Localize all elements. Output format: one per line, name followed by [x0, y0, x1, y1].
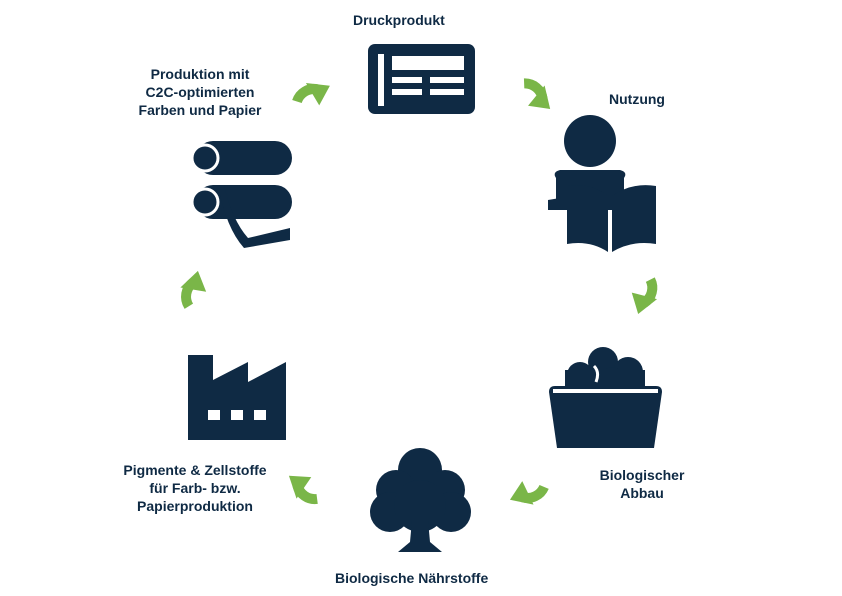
label-print-product: Druckprodukt [353, 12, 445, 28]
cycle-arrow-production-to-print [291, 73, 335, 115]
label-bio-nutrients: Biologische Nährstoffe [335, 570, 489, 586]
printing-rollers-icon [190, 141, 292, 248]
label-raw-materials: Pigmente & Zellstoffe für Farb- bzw. Pap… [123, 462, 267, 514]
cycle-arrow-nutrients-to-raw-materials [281, 467, 325, 508]
factory-icon [188, 355, 286, 440]
cycle-arrow-usage-to-decomposition [628, 277, 660, 317]
tree-icon [370, 448, 471, 552]
label-usage: Nutzung [609, 91, 665, 107]
compost-bin-icon [549, 347, 662, 448]
label-bio-decomposition: Biologischer Abbau [599, 467, 685, 501]
cycle-arrow-print-to-usage [515, 75, 559, 117]
newspaper-icon [368, 44, 475, 114]
cycle-arrow-decomposition-to-nutrients [505, 473, 549, 514]
reader-icon [548, 115, 656, 252]
cycle-arrow-raw-materials-to-production [179, 270, 208, 308]
label-production: Produktion mit C2C-optimierten Farben un… [138, 66, 262, 118]
